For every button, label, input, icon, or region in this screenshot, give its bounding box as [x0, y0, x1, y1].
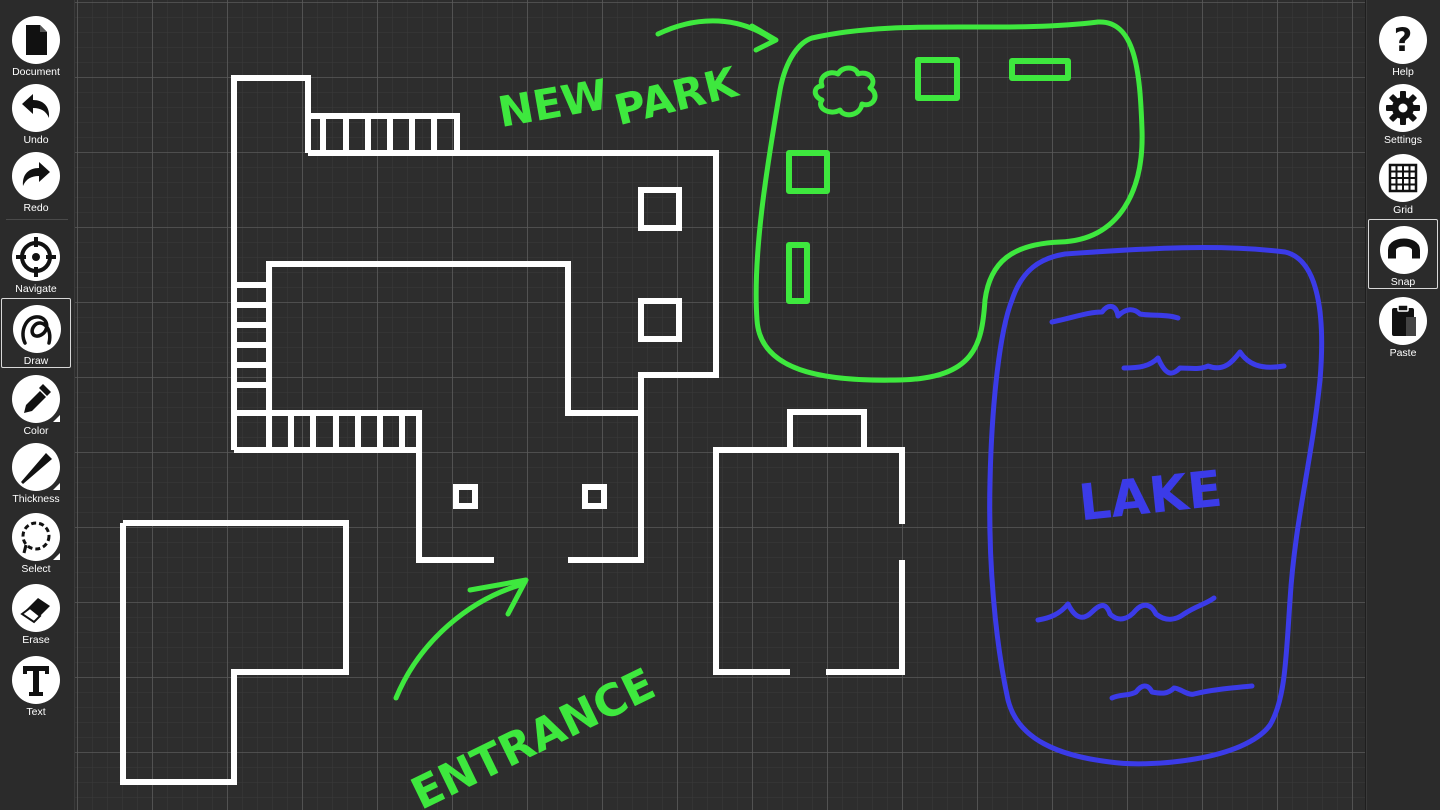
- navigate-icon: [12, 233, 60, 281]
- navigate-label: Navigate: [15, 283, 57, 295]
- undo-button[interactable]: Undo: [1, 78, 71, 148]
- redo-label: Redo: [23, 202, 49, 214]
- select-label: Select: [21, 563, 51, 575]
- grid-label: Grid: [1393, 204, 1413, 216]
- snap-button[interactable]: Snap: [1368, 219, 1438, 289]
- left-toolbar: Document Undo Redo Navigate Draw Color: [0, 0, 75, 810]
- paste-label: Paste: [1389, 347, 1417, 359]
- erase-button[interactable]: Erase: [1, 578, 71, 648]
- building-drawing: [120, 75, 905, 785]
- thickness-label: Thickness: [12, 493, 60, 505]
- help-icon: ?: [1379, 16, 1427, 64]
- thickness-button[interactable]: Thickness: [1, 437, 71, 507]
- right-toolbar: ? Help Settings Grid Snap: [1366, 0, 1440, 810]
- gear-icon: [1379, 84, 1427, 132]
- svg-text:?: ?: [1394, 21, 1413, 59]
- canvas-drawing: NEW PARK ENTRANCE LAKE: [75, 0, 1365, 810]
- document-label: Document: [12, 66, 60, 78]
- park-drawing: [393, 18, 1145, 701]
- text-icon: [12, 656, 60, 704]
- undo-icon: [12, 84, 60, 132]
- thickness-submenu-indicator: [53, 483, 60, 490]
- snap-label: Snap: [1390, 276, 1416, 288]
- magnet-icon: [1380, 226, 1428, 274]
- help-label: Help: [1392, 66, 1414, 78]
- text-label: Text: [26, 706, 46, 718]
- select-submenu-indicator: [53, 553, 60, 560]
- toolbar-divider: [6, 219, 68, 220]
- redo-icon: [12, 152, 60, 200]
- navigate-button[interactable]: Navigate: [1, 227, 71, 297]
- select-button[interactable]: Select: [1, 507, 71, 577]
- color-button[interactable]: Color: [1, 369, 71, 439]
- clipboard-icon: [1379, 297, 1427, 345]
- undo-label: Undo: [23, 134, 49, 146]
- text-button[interactable]: Text: [1, 650, 71, 720]
- lake-drawing: [987, 245, 1325, 767]
- help-button[interactable]: ? Help: [1368, 10, 1438, 80]
- color-label: Color: [23, 425, 49, 437]
- color-dropper-icon: [12, 375, 60, 423]
- draw-icon: [13, 305, 61, 353]
- grid-icon: [1379, 154, 1427, 202]
- settings-button[interactable]: Settings: [1368, 78, 1438, 148]
- drawing-canvas[interactable]: NEW PARK ENTRANCE LAKE: [75, 0, 1365, 810]
- draw-label: Draw: [23, 355, 49, 367]
- thickness-icon: [12, 443, 60, 491]
- color-submenu-indicator: [53, 415, 60, 422]
- document-button[interactable]: Document: [1, 10, 71, 80]
- document-icon: [12, 16, 60, 64]
- erase-label: Erase: [22, 634, 50, 646]
- draw-button[interactable]: Draw: [1, 298, 71, 368]
- redo-button[interactable]: Redo: [1, 146, 71, 216]
- settings-label: Settings: [1384, 134, 1422, 146]
- paste-button[interactable]: Paste: [1368, 291, 1438, 361]
- select-lasso-icon: [12, 513, 60, 561]
- eraser-icon: [12, 584, 60, 632]
- grid-button[interactable]: Grid: [1368, 148, 1438, 218]
